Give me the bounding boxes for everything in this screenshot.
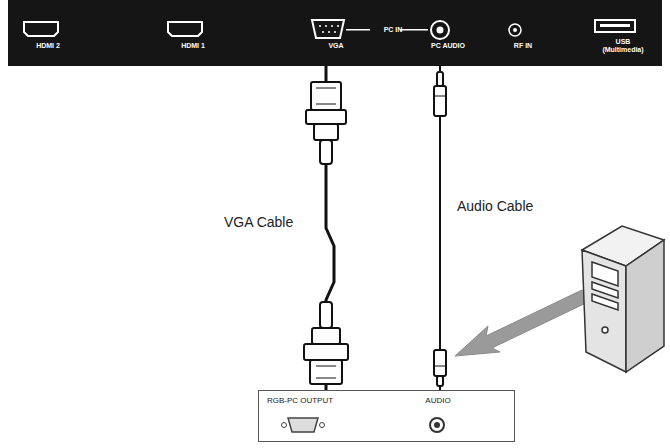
vga-plug bbox=[311, 82, 341, 110]
port-label: HDMI 2 bbox=[36, 42, 60, 50]
panel-band bbox=[8, 0, 662, 66]
direction-arrow bbox=[455, 290, 588, 356]
audio-port bbox=[431, 21, 449, 39]
port-label: RGB-PC OUTPUT bbox=[267, 396, 333, 405]
port-label: USB (Multimedia) bbox=[600, 38, 646, 54]
connector-panel: HDMI 2 HDMI 1 VGA PC IN PC AUDIO RF IN USB (Mu… bbox=[8, 0, 662, 66]
pc-output-panel: RGB-PC OUTPUT AUDIO bbox=[258, 390, 515, 442]
port-label: PC IN bbox=[384, 26, 403, 34]
port-label: PC AUDIO bbox=[431, 42, 465, 50]
audio-plug bbox=[434, 350, 446, 376]
audio-socket bbox=[430, 418, 444, 432]
port-label: RF IN bbox=[514, 42, 532, 50]
vga-socket bbox=[288, 418, 318, 432]
port-label: VGA bbox=[328, 42, 343, 50]
port-label: AUDIO bbox=[425, 396, 450, 405]
cable-label: Audio Cable bbox=[455, 198, 535, 214]
audio-plug bbox=[437, 72, 443, 86]
computer-tower bbox=[582, 226, 664, 372]
vga-plug bbox=[320, 302, 332, 328]
cable-label: VGA Cable bbox=[222, 214, 295, 230]
usb-port bbox=[595, 20, 635, 32]
hdmi-port bbox=[24, 22, 58, 36]
vga-port bbox=[312, 20, 344, 38]
hdmi-port bbox=[168, 22, 202, 36]
rf-port bbox=[509, 24, 521, 36]
port-label: HDMI 1 bbox=[181, 42, 205, 50]
